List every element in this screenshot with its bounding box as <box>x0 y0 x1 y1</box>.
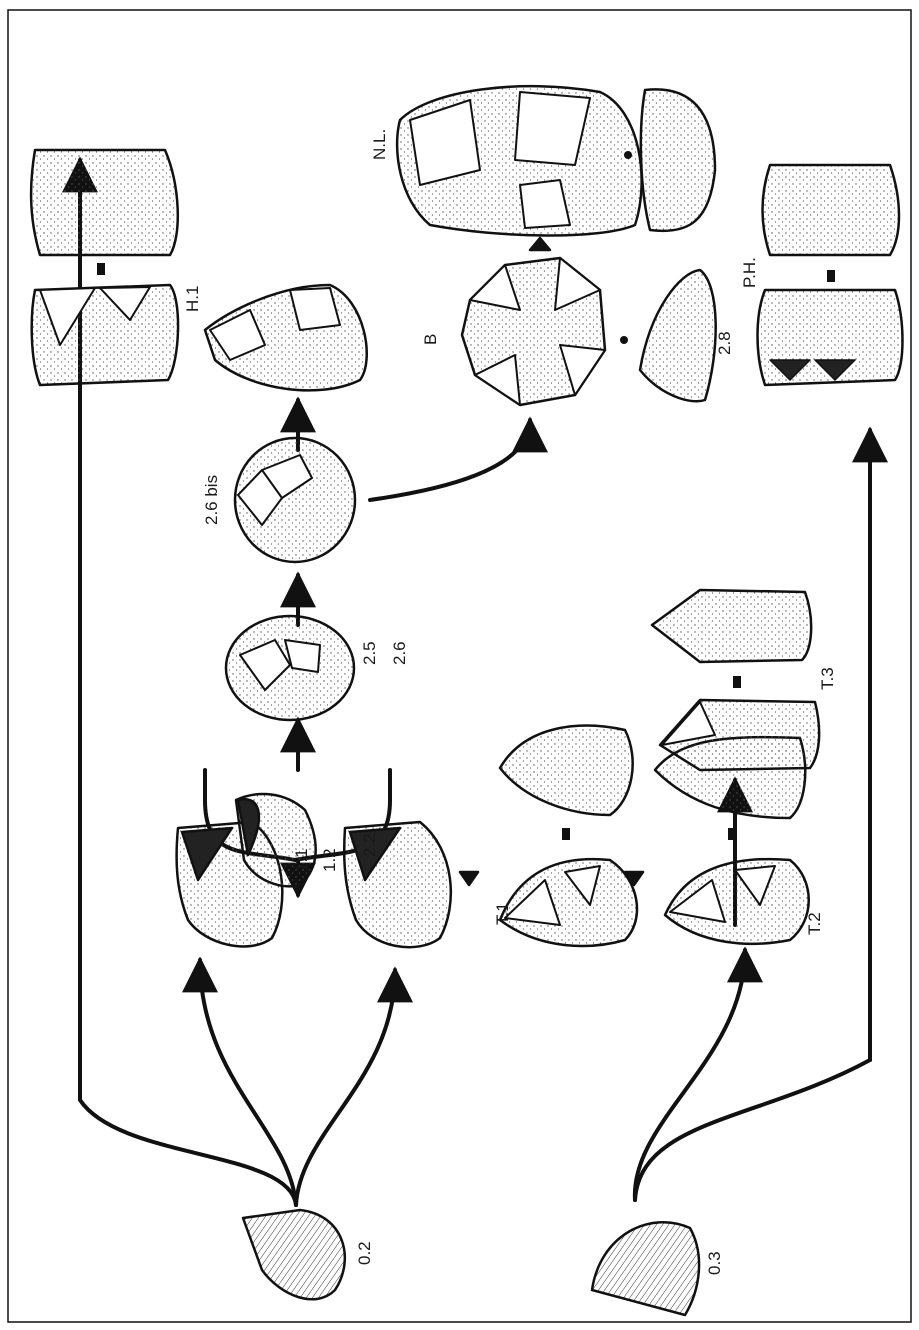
label-1-2: 1.2 <box>320 848 339 872</box>
orientation-mark-NL <box>530 238 550 250</box>
separator-NL <box>624 151 632 159</box>
artefact-25-shape <box>226 616 354 720</box>
label-0-3: 0.3 <box>705 1251 724 1275</box>
arrow-02-to-12 <box>296 970 395 1205</box>
artefact-T3-side <box>652 590 811 662</box>
artefact-PH-side <box>763 165 900 255</box>
label-T1: T.1 <box>493 902 512 925</box>
separator-PH <box>827 270 835 282</box>
separator-H1 <box>97 263 105 275</box>
separator-28 <box>620 336 628 344</box>
artefact-NL-side <box>641 89 715 231</box>
separator-T1 <box>562 828 570 840</box>
core-03-shape <box>592 1222 699 1315</box>
artefact-H1-side <box>31 150 178 255</box>
core-02-shape <box>243 1210 345 1299</box>
label-PH: P.H. <box>740 257 759 288</box>
label-T3: T.3 <box>818 667 837 690</box>
label-NL: N.L. <box>370 129 389 160</box>
label-2-2: 2.2 <box>360 833 379 857</box>
artefact-T1-side <box>500 726 633 815</box>
label-2-5: 2.5 <box>360 641 379 665</box>
separator-T3 <box>733 676 741 688</box>
label-0-2: 0.2 <box>355 1241 374 1265</box>
arrow-26bis-to-28 <box>370 420 530 500</box>
label-B: B <box>421 334 440 345</box>
label-1-1: 1.1 <box>292 848 311 872</box>
label-T2: T.2 <box>805 912 824 935</box>
label-2-6: 2.6 <box>390 641 409 665</box>
label-2-8: 2.8 <box>715 331 734 355</box>
separator-T2 <box>728 828 736 840</box>
label-2-6-bis: 2.6 bis <box>202 475 221 525</box>
orientation-mark-12 <box>460 872 478 885</box>
artefact-28-side <box>640 270 716 401</box>
label-H1: H.1 <box>183 286 202 312</box>
